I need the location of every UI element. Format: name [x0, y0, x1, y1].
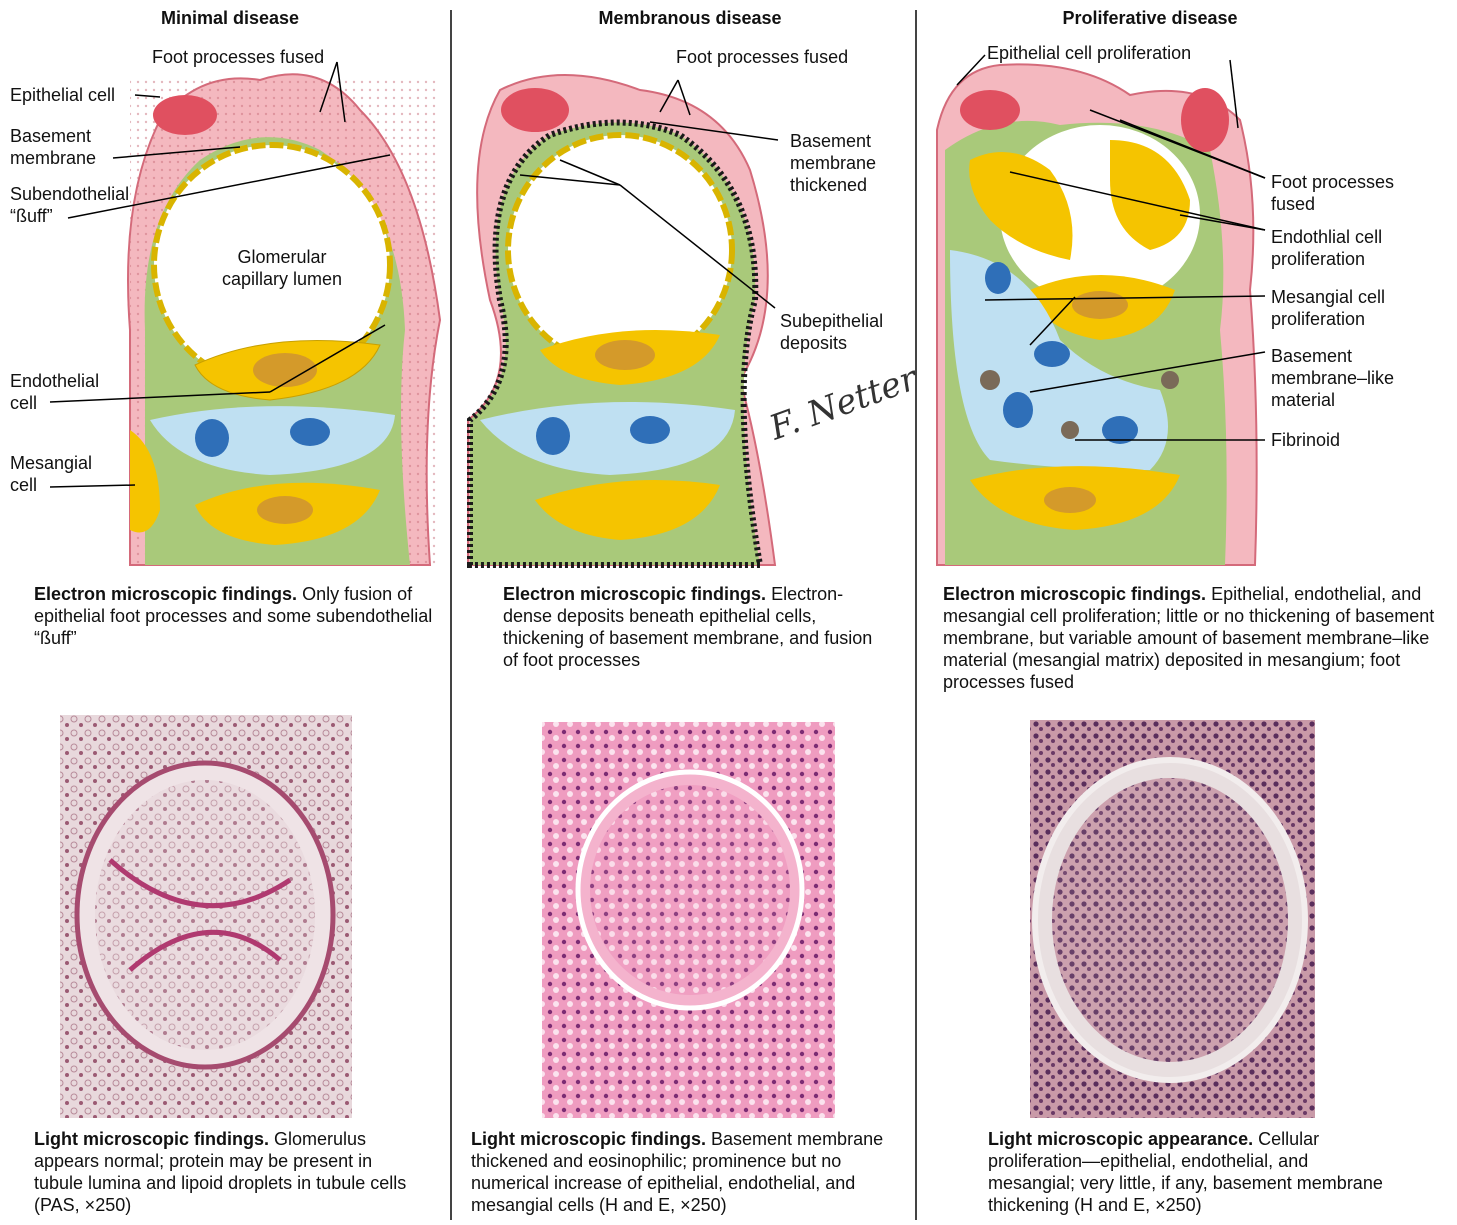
svg-text:F. Netter: F. Netter [763, 358, 923, 449]
label-basement-membrane-like-material: Basement membrane–like material [1271, 345, 1394, 411]
label-mesangial-cell-proliferation: Mesangial cell proliferation [1271, 286, 1385, 330]
label-subendothelial-fluff: Subendothelial “ßuff” [10, 183, 129, 227]
label-fibrinoid: Fibrinoid [1271, 429, 1340, 451]
lm-caption-head: Light microscopic findings. [34, 1129, 269, 1149]
em-diagram-minimal [50, 62, 440, 565]
label-endothelial-cell-1: Endothelial cell [10, 370, 99, 414]
label-foot-processes-fused-2: Foot processes fused [676, 46, 848, 68]
em-caption-head: Electron microscopic findings. [34, 584, 297, 604]
lm-caption-minimal: Light microscopic findings. Glomerulus a… [34, 1128, 424, 1216]
label-glomerular-lumen: Glomerular capillary lumen [222, 246, 342, 290]
em-diagram-proliferative [937, 55, 1265, 565]
label-foot-processes-fused-3: Foot processes fused [1271, 171, 1394, 215]
em-caption-proliferative: Electron microscopic findings. Epithelia… [943, 583, 1448, 693]
lm-caption-head: Light microscopic findings. [471, 1129, 706, 1149]
label-foot-processes-fused-1: Foot processes fused [152, 46, 324, 68]
lm-photo-minimal [60, 715, 352, 1118]
label-subepithelial-deposits: Subepithelial deposits [780, 310, 883, 354]
lm-photo-proliferative [1030, 720, 1315, 1118]
em-caption-head: Electron microscopic findings. [503, 584, 766, 604]
label-mesangial-cell-1: Mesangial cell [10, 452, 92, 496]
lm-caption-proliferative: Light microscopic appearance. Cellular p… [988, 1128, 1388, 1216]
label-epithelial-cell-proliferation: Epithelial cell proliferation [987, 42, 1191, 64]
em-caption-membranous: Electron microscopic findings. Electron-… [503, 583, 883, 671]
lm-caption-membranous: Light microscopic findings. Basement mem… [471, 1128, 911, 1216]
label-basement-membrane-thickened: Basement membrane thickened [790, 130, 876, 196]
lm-photo-membranous [542, 722, 835, 1118]
em-caption-head: Electron microscopic findings. [943, 584, 1206, 604]
label-endothelial-cell-proliferation: Endothlial cell proliferation [1271, 226, 1382, 270]
em-caption-minimal: Electron microscopic findings. Only fusi… [34, 583, 434, 649]
lm-caption-head: Light microscopic appearance. [988, 1129, 1253, 1149]
label-basement-membrane-1: Basement membrane [10, 125, 96, 169]
label-epithelial-cell-1: Epithelial cell [10, 84, 115, 106]
